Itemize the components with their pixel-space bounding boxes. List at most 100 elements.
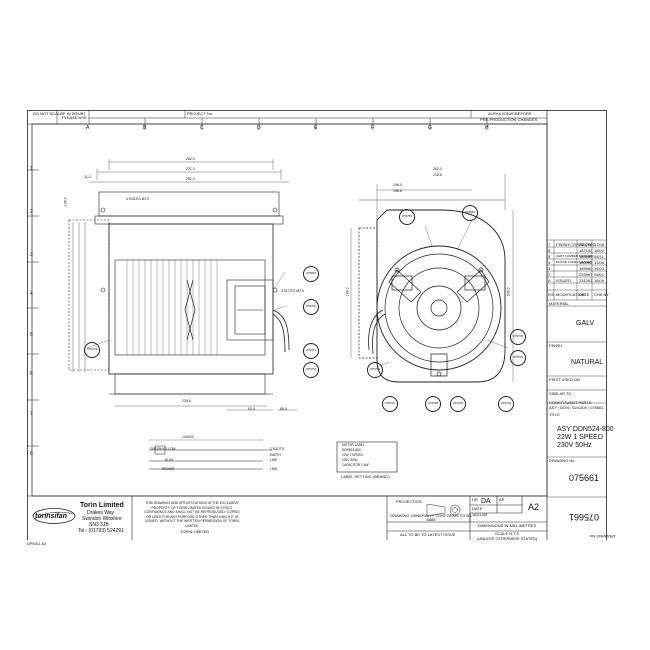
callout-text: 075663	[305, 271, 316, 275]
finish-label: FINISH	[549, 343, 563, 348]
drawing-no-label: DRAWING No	[549, 458, 575, 463]
grid-row-1: 1	[30, 166, 33, 172]
rev-date: 12/06	[594, 260, 605, 265]
title-line-3: 230V 50Hz	[557, 442, 592, 449]
copyright-note: THIS DRAWING AND SPECIFICATIONS IS THE E…	[144, 501, 240, 528]
swoosh-icon	[32, 508, 76, 524]
grid-col-e: E	[314, 125, 318, 131]
company-addr-2: Swindon Wiltshire	[82, 516, 122, 522]
callout-text: 075708	[427, 401, 438, 405]
rev-iss: 7	[548, 242, 551, 247]
callout-text: 075700	[305, 304, 316, 308]
dim-text: 105.0	[63, 197, 68, 207]
side-view	[68, 191, 290, 395]
drawing-no: 075661	[569, 473, 600, 483]
rev-date: 18/09	[594, 278, 605, 283]
company-logo: torinsifan	[32, 507, 76, 525]
rev-iss: 2	[548, 272, 551, 277]
dim-text: 92.0	[248, 407, 255, 411]
grid-row-6: 6	[30, 371, 33, 377]
title-line-1: ASY DDN524-800	[557, 426, 614, 433]
callout-bubble: 075704	[367, 362, 383, 378]
callout-bubble: 075703	[84, 342, 100, 358]
wire-header: 140020	[182, 435, 194, 439]
grid-row-3: 3	[30, 252, 33, 258]
rev-date: 15/03	[594, 266, 605, 271]
wire-right-line-2: LINE	[270, 467, 278, 471]
company-tel: Tel : (01793) 524291	[78, 528, 124, 534]
label-line-1: MOTOR LABEL	[342, 443, 365, 447]
scale-note: SCALE N.T.S	[495, 531, 520, 536]
rev-head-iss: ISS	[548, 292, 555, 297]
dim-text: 198.5	[393, 189, 402, 193]
company-addr-1: Drakes Way	[87, 510, 115, 516]
grid-col-b: B	[143, 125, 147, 131]
rev-num: 231393	[579, 278, 593, 283]
constituent-value: ASY / DDN / 524-800 / 075661	[549, 405, 604, 410]
callout-text: 075703	[86, 347, 97, 351]
dim-note: DIMENSIONS IN MILLIMETRES	[478, 523, 537, 528]
drawn-by-label: DR	[472, 497, 478, 502]
callout-bubble: 075705	[510, 329, 526, 345]
rev-num: 183083	[579, 254, 593, 259]
similar-to-label: SIMILAR TO	[549, 391, 572, 396]
rev-iss: 5	[548, 254, 551, 259]
rev-num: 180002	[579, 260, 593, 265]
material-value: GALV	[576, 320, 595, 327]
label-line-5: CAPACITOR 1.5uF	[342, 463, 370, 467]
callout-bubble: 075759	[399, 209, 415, 225]
unless-note: (UNLESS OTHERWISE STATED)	[477, 536, 538, 541]
grid-row-4: 4	[30, 291, 33, 297]
rev-head-chk: CHK BY	[594, 292, 609, 297]
grid-col-h: H	[485, 125, 489, 131]
grid-col-c: C	[200, 125, 204, 131]
front-view	[358, 209, 506, 383]
callout-text: 075759	[401, 214, 412, 218]
rev-date: 17/08	[594, 242, 605, 247]
dim-text: 200.0	[506, 287, 511, 297]
grid-col-g: G	[428, 125, 432, 131]
label-line-4: 230V 50Hz	[342, 458, 358, 462]
callout-bubble: 075663	[303, 266, 319, 282]
rev-head-date: DATE	[579, 292, 590, 297]
title-label: TITLE	[549, 412, 560, 417]
title-line-2: 22W 1 SPEED	[557, 434, 603, 441]
grid-row-7: 7	[30, 411, 33, 417]
latest-issue: ALL TO BE TO LATEST ISSUE	[400, 532, 456, 537]
rev-desc: CERT NUMBER CHANGED	[556, 254, 594, 258]
drawing-standard: DRAWING GENERALLY CONFORMS TO BS 8888	[390, 513, 472, 522]
label-caption: LABEL SETTING (BRAND)	[341, 474, 390, 479]
if-in-doubt-text: IF IN DOUBT PLEASE ASK	[62, 111, 87, 120]
wire-label-brown: BROWN	[162, 467, 175, 471]
dim-text: 4 HOLES Ø7.0	[126, 197, 150, 201]
rev-num: 169960	[579, 266, 593, 271]
wire-label-green-yellow: GREEN/YELLOW	[150, 447, 176, 451]
rev-date: 18/02	[594, 248, 605, 253]
rev-desc: FINISH CORRECTED	[556, 242, 596, 247]
dim-text: 196.0	[393, 183, 402, 187]
wire-right-boots: 2 BOOTS	[270, 447, 284, 451]
dim-text: 218.5	[433, 173, 442, 177]
callout-text: 075662	[464, 210, 475, 214]
rev-desc: MOTOR CODE CHANGED	[556, 260, 593, 264]
date-label: DATE	[472, 506, 483, 511]
company-name: Torin Limited	[80, 502, 124, 509]
wire-right-line-1: LINE	[270, 458, 278, 462]
drawing-sheet	[27, 110, 607, 541]
grid-col-a: A	[86, 125, 90, 131]
pre-production-text: PRE-PRODUCTION CHANGES	[480, 117, 538, 122]
drawing-no-rotated: 075661	[569, 512, 600, 522]
grid-col-d: D	[257, 125, 261, 131]
callout-bubble: 075708	[425, 396, 441, 412]
callout-bubble: 075702	[303, 362, 319, 378]
rev-iss: A	[548, 278, 551, 283]
dim-text: 3 SLOTS Ø7.0	[281, 289, 304, 293]
callout-bubble: 075701	[303, 343, 319, 359]
dim-text: 282.0	[186, 157, 195, 161]
callout-text: 075709	[452, 401, 463, 405]
wire-label-blue: BLUE	[165, 458, 174, 462]
callout-text: 075701	[305, 348, 316, 352]
drawing-no-rotated-label: DRAWING No	[590, 534, 616, 539]
corner-ref: DP54/1 A2	[27, 541, 47, 546]
drawing-canvas	[27, 110, 607, 541]
